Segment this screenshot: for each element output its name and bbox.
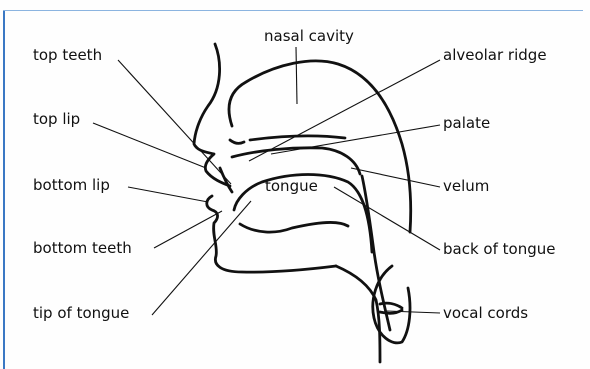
leader-bottom-teeth [154, 211, 222, 248]
nasal-cavity-outline [229, 61, 411, 232]
label-top-teeth: top teeth [33, 46, 102, 64]
leader-palate [271, 125, 440, 154]
tongue-root [240, 222, 348, 232]
upper-teeth-outline [220, 168, 232, 192]
face-profile-outline [194, 44, 230, 186]
leader-tip-of-tongue [152, 201, 251, 315]
label-tip-of-tongue: tip of tongue [33, 304, 129, 322]
label-tongue: tongue [265, 177, 318, 195]
label-palate: palate [443, 114, 490, 132]
label-top-lip: top lip [33, 110, 80, 128]
label-back-of-tongue: back of tongue [443, 240, 555, 258]
leader-top-teeth [118, 60, 231, 184]
label-nasal-cavity: nasal cavity [264, 27, 354, 45]
leader-bottom-lip [128, 187, 208, 202]
leader-nasal-cavity [296, 47, 297, 104]
label-velum: velum [443, 177, 489, 195]
head-profile [194, 44, 380, 362]
leader-back-of-tongue [334, 187, 440, 250]
vocal-tract [220, 61, 411, 343]
chin-outline [207, 196, 336, 272]
leader-alveolar-ridge [249, 60, 440, 161]
leader-top-lip [93, 123, 206, 168]
nostril [230, 140, 244, 143]
label-alveolar-ridge: alveolar ridge [443, 46, 547, 64]
label-vocal-cords: vocal cords [443, 304, 528, 322]
label-bottom-teeth: bottom teeth [33, 239, 132, 257]
label-bottom-lip: bottom lip [33, 176, 110, 194]
nasal-floor [250, 136, 345, 140]
palate-outline [232, 148, 360, 174]
